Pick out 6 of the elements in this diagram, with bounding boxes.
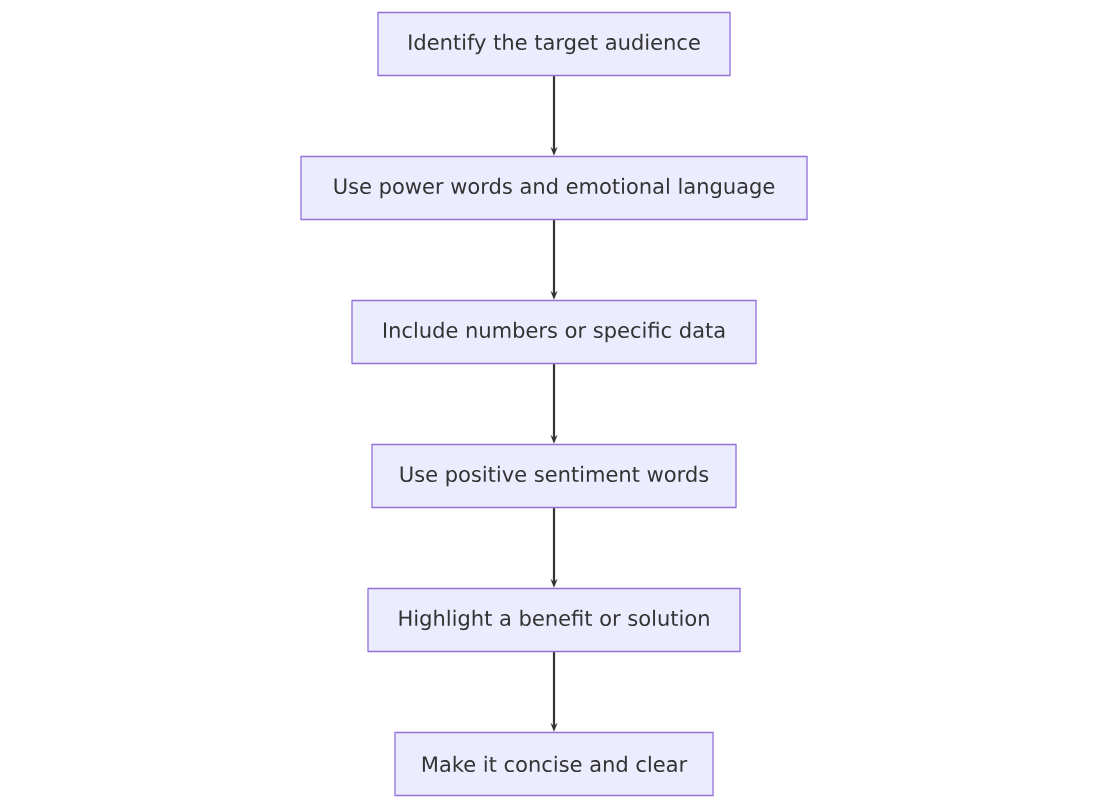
process-box: Use power words and emotional language <box>300 155 808 221</box>
process-box: Identify the target audience <box>377 11 731 77</box>
process-box: Highlight a benefit or solution <box>367 587 741 653</box>
process-box: Make it concise and clear <box>394 731 714 797</box>
process-box: Include numbers or specific data <box>351 299 757 365</box>
process-box: Use positive sentiment words <box>371 443 737 509</box>
